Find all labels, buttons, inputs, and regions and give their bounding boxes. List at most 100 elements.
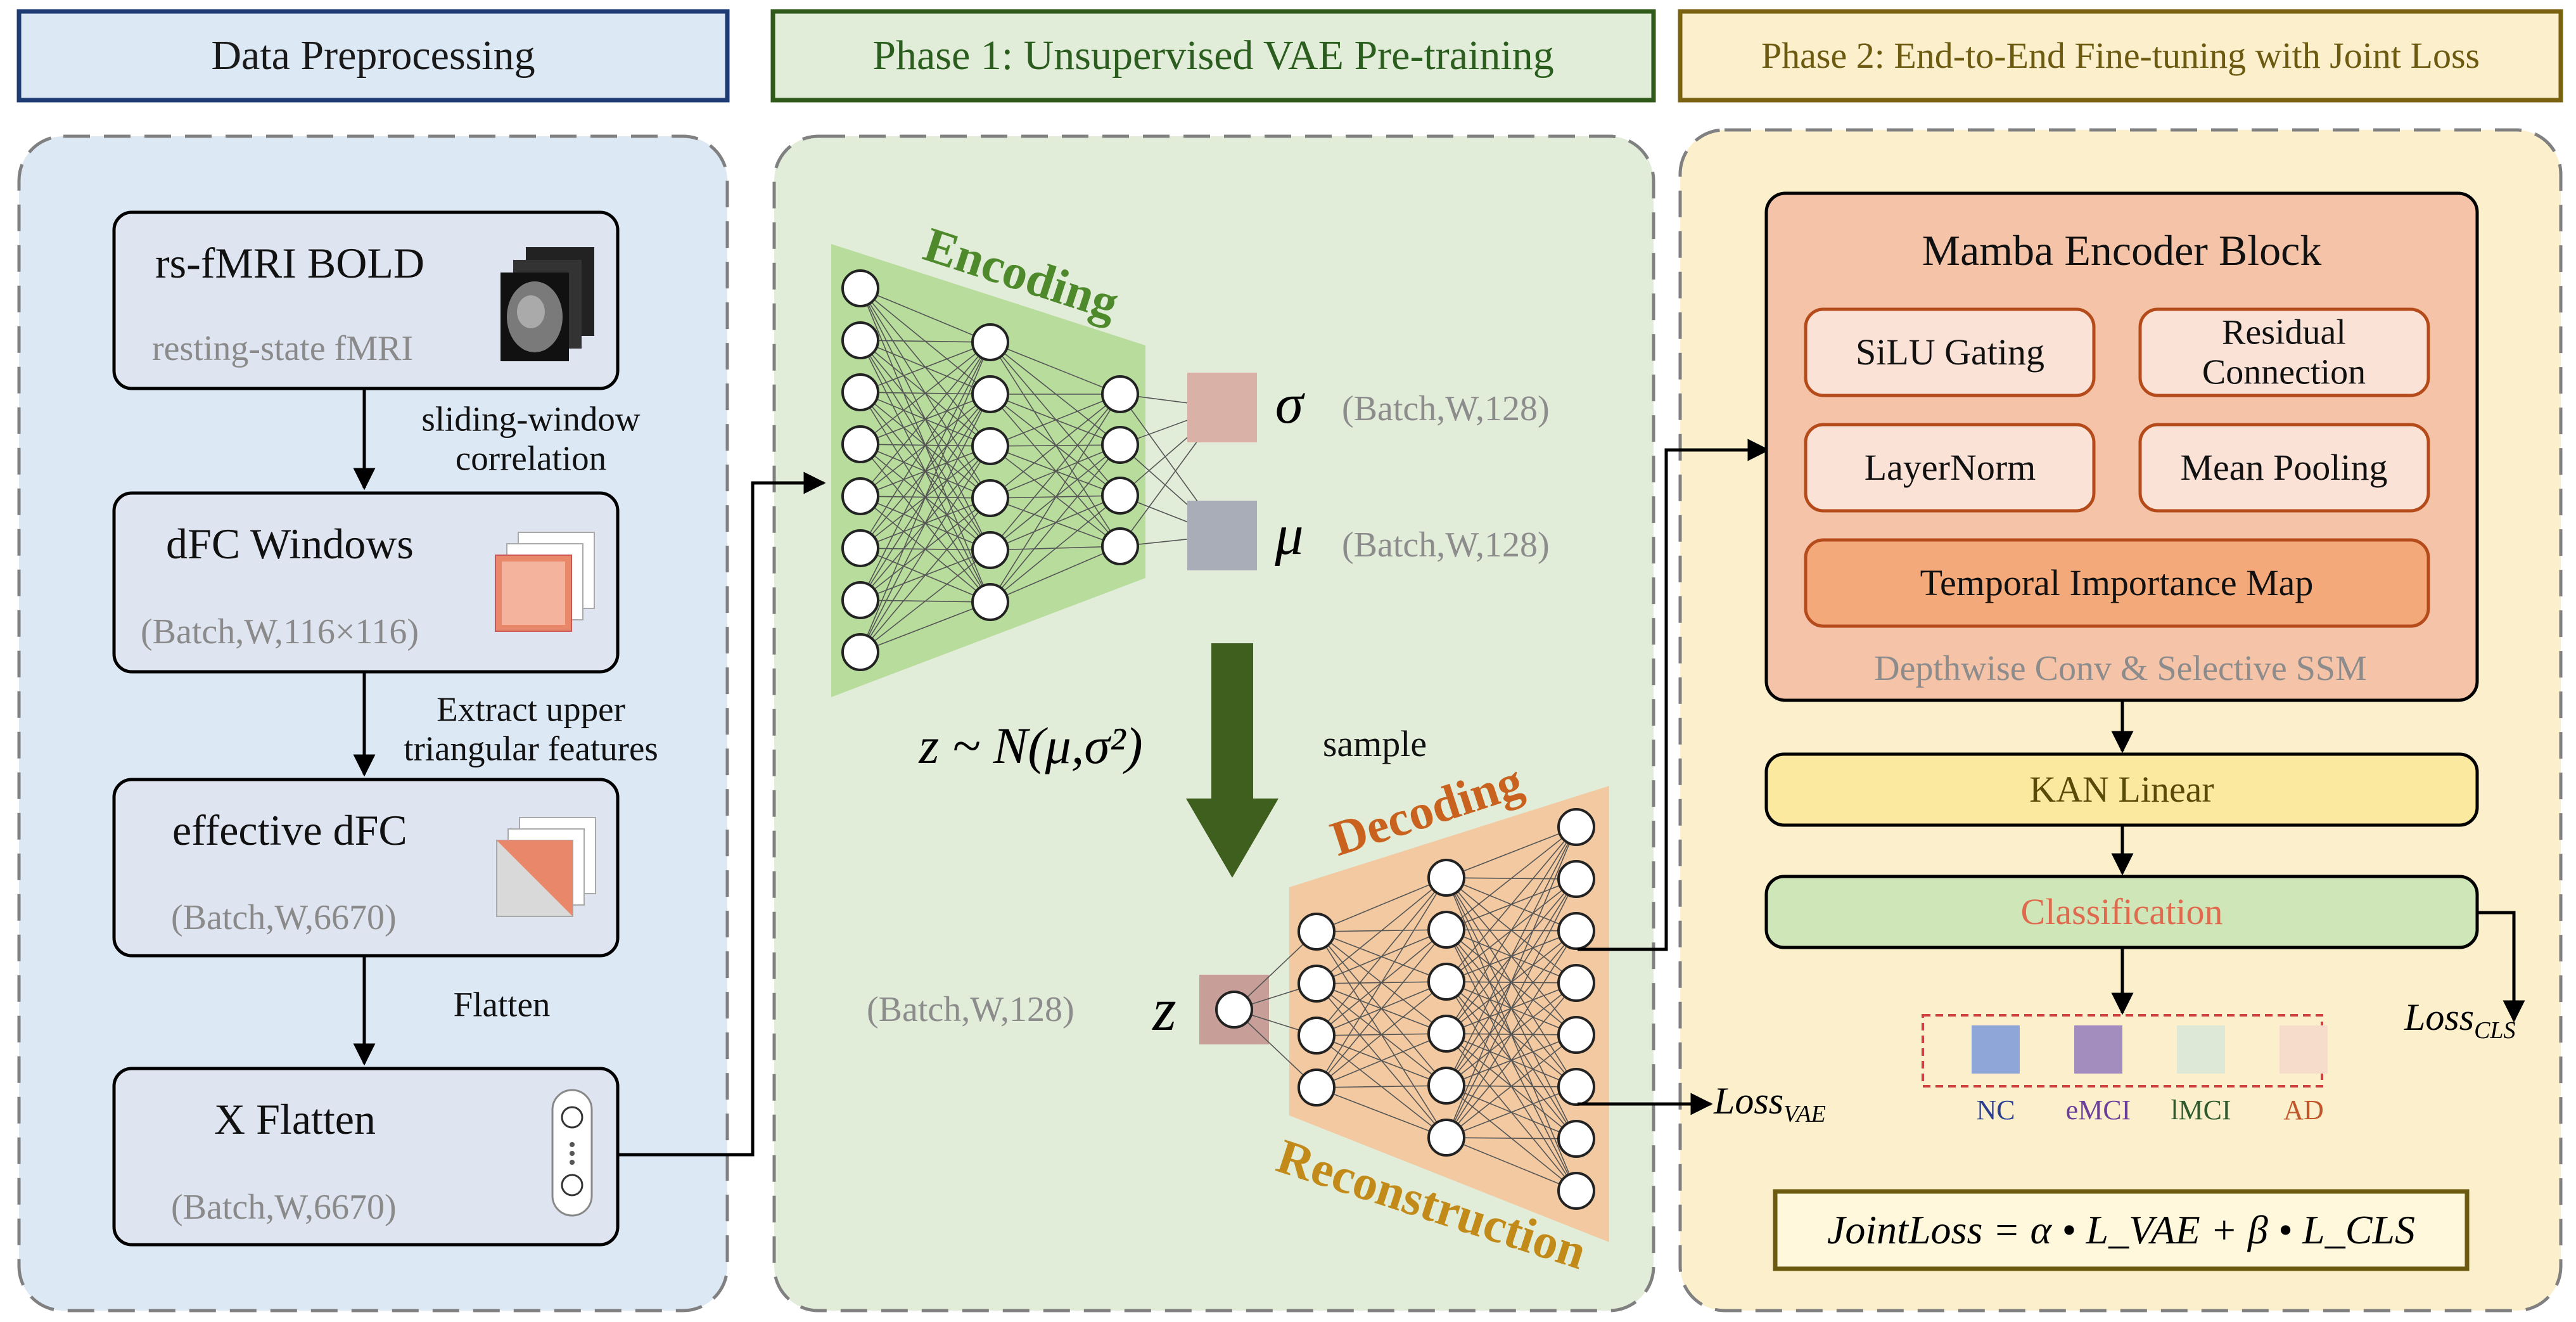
encoder-node	[971, 375, 1009, 413]
decoder-edge	[1316, 929, 1447, 1088]
encoder-node	[841, 269, 879, 307]
class-label: eMCI	[2065, 1094, 2131, 1126]
decoder-node	[1427, 1015, 1465, 1053]
mu-box	[1187, 501, 1257, 570]
decoder-node	[1557, 1016, 1595, 1054]
residual-label: Residual Connection	[2202, 312, 2366, 392]
vector-icon	[551, 1089, 593, 1217]
effective-dfc-icon	[496, 817, 596, 917]
encoder-node	[841, 373, 879, 411]
class-swatches	[1972, 1025, 2328, 1074]
encoder-edge	[990, 342, 1121, 496]
header-box-phase1	[770, 9, 1656, 103]
decoder-node	[1298, 1069, 1336, 1107]
step-extract-upper: Extract upper triangular features	[404, 690, 658, 767]
encoder-network	[841, 269, 1241, 671]
loss-vae-label: LossVAE	[1714, 1080, 1826, 1127]
decoder-edge	[1446, 826, 1577, 1086]
encoder-edge	[990, 546, 1121, 603]
class-label: lMCI	[2171, 1094, 2231, 1126]
silu-box	[1804, 307, 2096, 397]
z-label: z	[1152, 975, 1176, 1043]
sigma-box	[1187, 373, 1257, 442]
header-box-preprocessing	[16, 9, 730, 103]
kan-label: KAN Linear	[2029, 769, 2214, 810]
x-flatten-title: X Flatten	[214, 1095, 376, 1143]
decoder-node	[1427, 859, 1465, 897]
encoder-edge	[990, 394, 1121, 551]
x-flatten-dim: (Batch,W,6670)	[171, 1188, 397, 1227]
decoder-edge	[1316, 877, 1447, 1036]
decoder-edge	[1446, 1137, 1577, 1139]
encoder-node	[971, 531, 1009, 569]
effective-dfc-title: effective dFC	[172, 806, 407, 854]
decoder-node	[1557, 1120, 1595, 1158]
sigma-label: σ	[1275, 373, 1304, 435]
bold-subtitle: resting-state fMRI	[152, 329, 414, 368]
encoder-edge	[990, 342, 1121, 395]
class-swatch	[2177, 1025, 2225, 1074]
sample-arrow	[1186, 643, 1278, 878]
decoder-node	[1557, 912, 1595, 950]
z-dim: (Batch,W,128)	[867, 990, 1074, 1029]
encoder-node	[971, 323, 1009, 361]
encoder-edge	[860, 342, 991, 549]
encoder-edge	[860, 549, 991, 653]
decoder-edge	[1446, 826, 1577, 1138]
decoder-edge	[1316, 877, 1447, 1088]
residual-box	[2138, 307, 2430, 397]
encoder-node	[841, 425, 879, 463]
box-x-flatten	[112, 1067, 620, 1247]
decoder-edge	[1446, 930, 1577, 1138]
meanpool-box	[2138, 423, 2430, 513]
header-preprocessing: Data Preprocessing	[211, 32, 535, 79]
encoder-edge	[990, 394, 1121, 499]
decoder-edge	[1316, 1087, 1447, 1138]
decoder-edge	[1446, 826, 1577, 878]
decoder-node	[1427, 963, 1465, 1001]
encoder-edge	[990, 394, 1121, 547]
meanpool-label: Mean Pooling	[2180, 447, 2388, 488]
panel-preprocessing	[17, 134, 729, 1312]
joint-loss-formula: JointLoss = α • L_VAE + β • L_CLS	[1827, 1207, 2416, 1252]
mamba-title: Mamba Encoder Block	[1922, 226, 2322, 274]
dfc-matrix-icon	[495, 532, 595, 632]
encoder-edge	[860, 446, 991, 653]
decoder-edge	[1446, 982, 1577, 1138]
arrow-decoder-mamba	[1578, 439, 1770, 951]
encoder-edge	[990, 342, 1121, 446]
decoder-node	[1427, 1067, 1465, 1105]
decoder-node	[1298, 913, 1336, 951]
encoder-edge	[860, 342, 991, 445]
decoder-node	[1298, 965, 1336, 1003]
decoder-node	[1557, 964, 1595, 1002]
encoder-node	[971, 479, 1009, 517]
decoder-edge	[1446, 826, 1577, 1034]
encoder-edge	[990, 446, 1121, 496]
loss-cls-label: LossCLS	[2404, 996, 2516, 1044]
decoder-edge	[1446, 826, 1577, 982]
class-swatch	[2280, 1025, 2328, 1074]
mu-label: μ	[1275, 504, 1304, 567]
decoder-edge	[1316, 877, 1447, 932]
decoder-node	[1427, 911, 1465, 949]
encoder-node	[841, 581, 879, 619]
encoder-edge	[860, 342, 991, 653]
encoder-node	[1101, 527, 1139, 565]
class-label: NC	[1976, 1094, 2015, 1126]
decoder-node	[1557, 1172, 1595, 1210]
encoder-node	[1101, 426, 1139, 464]
decoder-node	[1427, 1119, 1465, 1157]
brain-scan-icon	[501, 247, 594, 361]
encoder-node	[1101, 477, 1139, 515]
decoder-edge	[1446, 1137, 1577, 1191]
encoder-edge	[990, 394, 1121, 447]
encoder-edge	[860, 601, 991, 653]
dfc-title: dFC Windows	[166, 520, 414, 568]
encoder-edge	[860, 342, 991, 497]
decoder-node	[1557, 808, 1595, 846]
decoder-node	[1298, 1017, 1336, 1055]
class-swatch	[2074, 1025, 2122, 1074]
